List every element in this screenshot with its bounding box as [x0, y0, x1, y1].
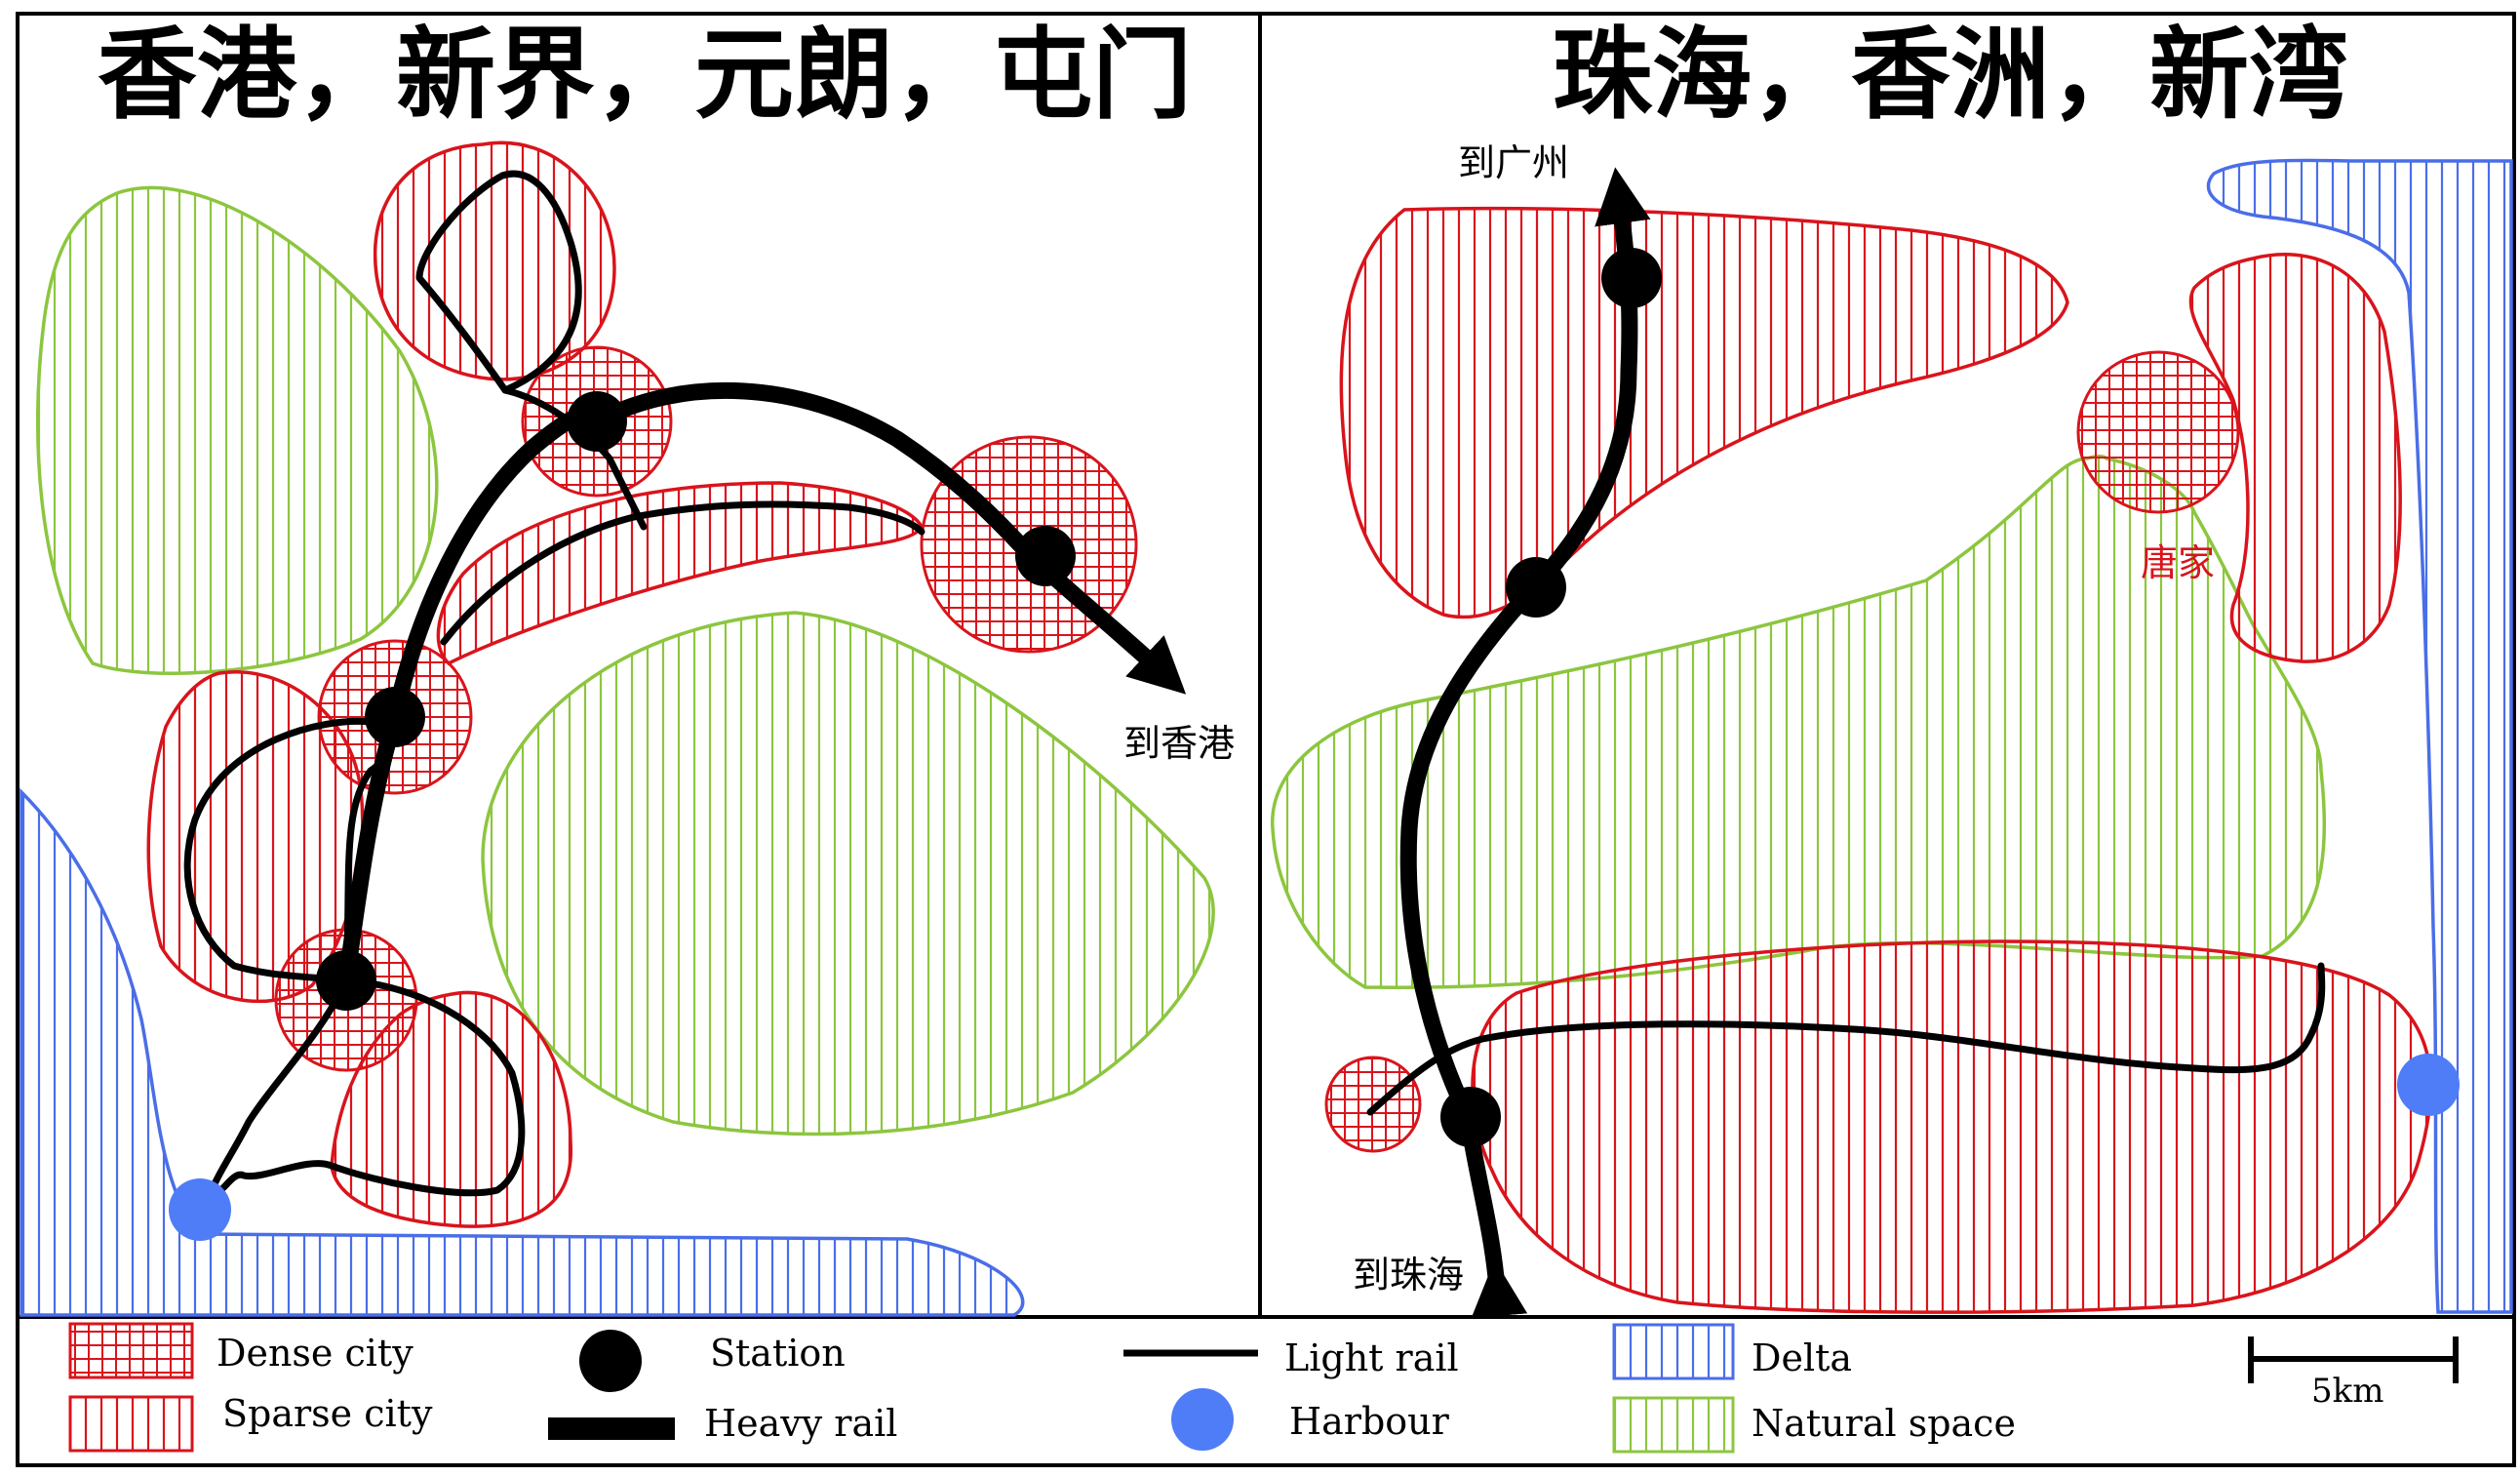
legend-label-delta: Delta	[1752, 1336, 1852, 1379]
station-right-3	[1440, 1087, 1501, 1147]
legend-swatch-dense-city	[68, 1322, 194, 1379]
dense-city-right-2	[1324, 1056, 1422, 1153]
label-to-guangzhou: 到广州	[1458, 141, 1569, 184]
legend-label-heavy-rail: Heavy rail	[704, 1402, 897, 1445]
legend-label-natural-space: Natural space	[1752, 1402, 2016, 1445]
legend-label-light-rail: Light rail	[1284, 1336, 1459, 1379]
station-left-1	[567, 391, 627, 452]
station-right-1	[1601, 248, 1662, 308]
right-panel: 到广州 到珠海 唐家	[1271, 141, 2513, 1319]
scale-bar-label: 5km	[2311, 1372, 2383, 1411]
station-left-4	[316, 950, 376, 1011]
harbour-left	[169, 1178, 231, 1241]
delta-area-left	[20, 787, 1025, 1317]
legend-label-harbour: Harbour	[1289, 1400, 1450, 1443]
station-right-2	[1506, 557, 1566, 618]
legend-swatch-station	[579, 1330, 642, 1392]
harbour-right	[2397, 1054, 2460, 1116]
label-to-hong-kong: 到香港	[1123, 722, 1235, 765]
legend-swatch-delta	[1612, 1323, 1735, 1380]
sparse-city-left-middle	[436, 481, 924, 666]
legend: Dense city Sparse city Station Heavy rai…	[68, 1322, 2459, 1454]
frame	[16, 12, 2516, 1467]
station-left-2	[1015, 526, 1076, 586]
heavy-rail-left	[337, 382, 1187, 989]
label-tangjia: 唐家	[2141, 541, 2215, 584]
natural-space-left-2	[481, 611, 1215, 1137]
delta-area-right	[2206, 158, 2513, 1314]
legend-swatch-heavy-rail	[548, 1417, 675, 1440]
light-rail-left	[183, 170, 925, 1199]
dense-city-right-1	[2076, 350, 2240, 514]
legend-swatch-sparse-city	[68, 1395, 194, 1453]
natural-space-left-1	[36, 185, 439, 675]
scale-bar	[2248, 1336, 2459, 1383]
label-to-zhuhai: 到珠海	[1353, 1254, 1464, 1296]
left-panel: 到香港	[20, 140, 1235, 1317]
station-left-3	[365, 687, 425, 747]
legend-label-station: Station	[710, 1332, 846, 1375]
legend-label-dense-city: Dense city	[217, 1332, 413, 1375]
right-title: 珠海，香洲，新湾	[1553, 18, 2348, 134]
left-title: 香港，新界，元朗，屯门	[98, 18, 1192, 134]
sparse-city-right-east	[2188, 253, 2402, 663]
legend-swatch-natural-space	[1612, 1396, 1735, 1454]
legend-swatch-harbour	[1171, 1388, 1234, 1451]
legend-label-sparse-city: Sparse city	[222, 1392, 433, 1435]
sparse-city-right-south	[1471, 939, 2433, 1314]
